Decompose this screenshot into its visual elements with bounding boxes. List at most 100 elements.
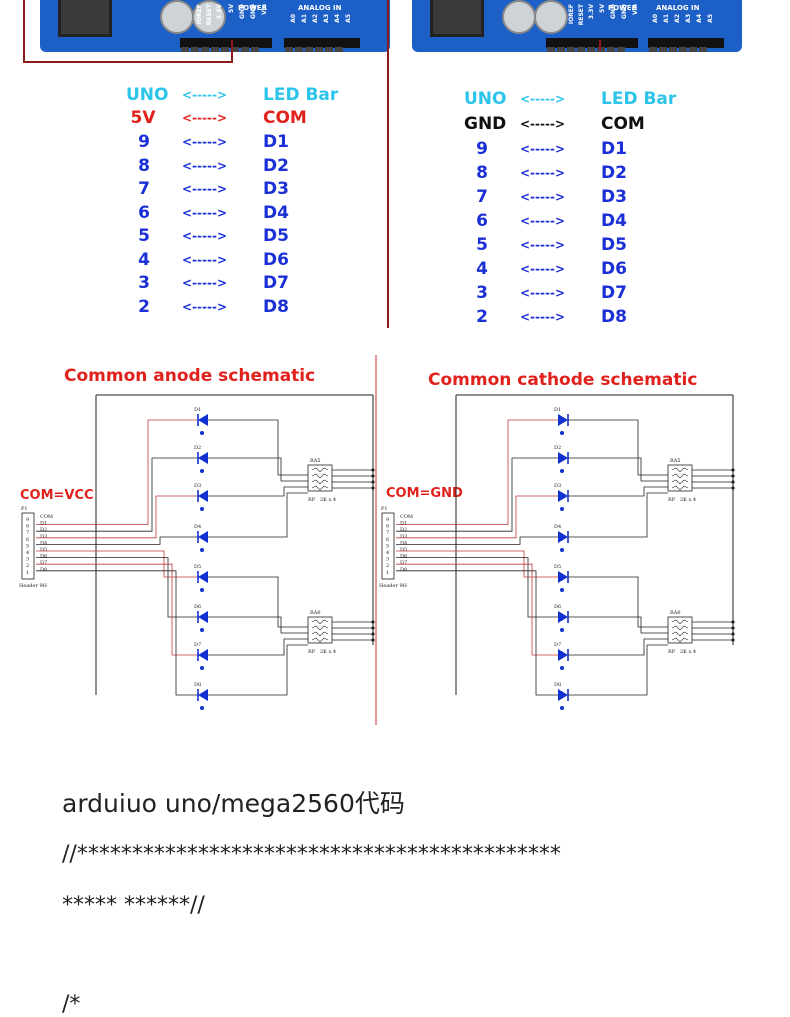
resistor-prefix-label: RP (668, 497, 676, 503)
led-glow-icon (200, 588, 204, 592)
map-target: D3 (601, 187, 627, 207)
junction-dot (371, 468, 375, 472)
map-target: D7 (263, 273, 289, 293)
pin-header (284, 38, 360, 52)
led-diode-icon (198, 452, 208, 464)
led-ref-label: D7 (194, 642, 201, 648)
map-arrow: <-----> (520, 166, 566, 180)
map-pin: 2 (476, 307, 488, 327)
map-row: 2<----->D8 (126, 297, 346, 319)
signal-wire (36, 570, 198, 696)
header-pin-label: 5 (26, 543, 29, 549)
resistor-ref-label: RA5 (670, 458, 681, 464)
map-target: D6 (601, 259, 627, 279)
led-diode-icon (558, 689, 568, 701)
map-target: D7 (601, 283, 627, 303)
junction-dot (371, 486, 375, 490)
net-label: D5 (40, 547, 47, 553)
net-label: D7 (400, 560, 407, 566)
led-ref-label: D6 (194, 604, 201, 610)
resistor-prefix-label: RP (308, 649, 316, 655)
junction-dot (371, 474, 375, 478)
power-label: POWER (608, 4, 637, 12)
led-glow-icon (200, 431, 204, 435)
signal-wire (396, 419, 558, 526)
resistor-icon (671, 485, 689, 491)
resistor-icon (671, 473, 689, 479)
junction-dot (731, 632, 735, 636)
net-label: D3 (40, 534, 47, 540)
net-label: D5 (400, 547, 407, 553)
header-pin-label: 6 (386, 537, 389, 543)
led-ref-label: D4 (554, 524, 561, 530)
resistor-icon (671, 479, 689, 485)
led-glow-icon (200, 548, 204, 552)
map-arrow: <-----> (520, 117, 566, 131)
signal-wire (36, 563, 198, 656)
map-arrow: <-----> (182, 135, 228, 149)
map-header: UNO <-----> LED Bar (464, 89, 684, 111)
junction-dot (371, 638, 375, 642)
junction-dot (371, 480, 375, 484)
map-pin: 7 (138, 179, 150, 199)
header-pin-label: 8 (26, 524, 29, 530)
cathode-com-label: COM=GND (386, 486, 463, 501)
resistor-icon (311, 625, 329, 631)
arduino-board-right: IOREF RESET 3.3V 5V GND GND Vin POWER AN… (412, 0, 742, 52)
resistor-icon (311, 485, 329, 491)
resistor-value-label: 2K x 4 (320, 649, 336, 655)
header-pin-label: 5 (386, 543, 389, 549)
junction-dot (731, 474, 735, 478)
junction-dot (731, 480, 735, 484)
net-label: D6 (40, 554, 47, 560)
led-diode-icon (198, 490, 208, 502)
header-pin-label: 3 (386, 557, 389, 563)
led-diode-icon (198, 414, 208, 426)
map-row: 9<----->D1 (464, 139, 684, 161)
map-pin: 9 (476, 139, 488, 159)
net-label: D3 (400, 534, 407, 540)
pin-map-left: UNO <-----> LED Bar 5V <-----> COM 9<---… (126, 85, 366, 325)
map-target: D3 (263, 179, 289, 199)
capacitor-icon (160, 0, 194, 34)
map-pin: 4 (476, 259, 488, 279)
led-wire (208, 576, 308, 628)
code-comment-line-2: ***** ******// (62, 893, 205, 918)
led-glow-icon (560, 507, 564, 511)
code-heading: arduiuo uno/mega2560代码 (62, 789, 405, 818)
map-pin: 8 (476, 163, 488, 183)
signal-wire (396, 536, 558, 545)
net-label: COM (40, 514, 53, 520)
map-target: D4 (601, 211, 627, 231)
capacitor-icon (534, 0, 568, 34)
map-pin: 3 (476, 283, 488, 303)
led-ref-label: D5 (554, 564, 561, 570)
map-arrow: <-----> (520, 190, 566, 204)
led-ref-label: D4 (194, 524, 201, 530)
led-glow-icon (560, 548, 564, 552)
map-row: 7 <-----> D3 (126, 179, 346, 201)
led-ref-label: D3 (194, 483, 201, 489)
led-ref-label: D3 (554, 483, 561, 489)
map-pin: 6 (476, 211, 488, 231)
header-pin-label: 9 (386, 517, 389, 523)
header-pin-label: 7 (386, 530, 389, 536)
map-pin: 5 (476, 235, 488, 255)
led-diode-icon (198, 531, 208, 543)
net-label: D2 (400, 527, 407, 533)
signal-wire (36, 495, 198, 539)
map-target: D1 (263, 132, 289, 152)
net-label: D4 (40, 540, 47, 546)
map-arrow: <-----> (182, 229, 228, 243)
resistor-ref-label: RA5 (310, 458, 321, 464)
map-target: D5 (601, 235, 627, 255)
map-arrow: <-----> (182, 182, 228, 196)
analog-label: ANALOG IN (298, 4, 342, 12)
anode-com-label: COM=VCC (20, 488, 94, 503)
resistor-icon (311, 619, 329, 625)
map-pin: 5 (138, 226, 150, 246)
resistor-icon (311, 479, 329, 485)
resistor-icon (311, 467, 329, 473)
map-pin: GND (464, 114, 507, 134)
map-arrow: <-----> (182, 88, 228, 102)
